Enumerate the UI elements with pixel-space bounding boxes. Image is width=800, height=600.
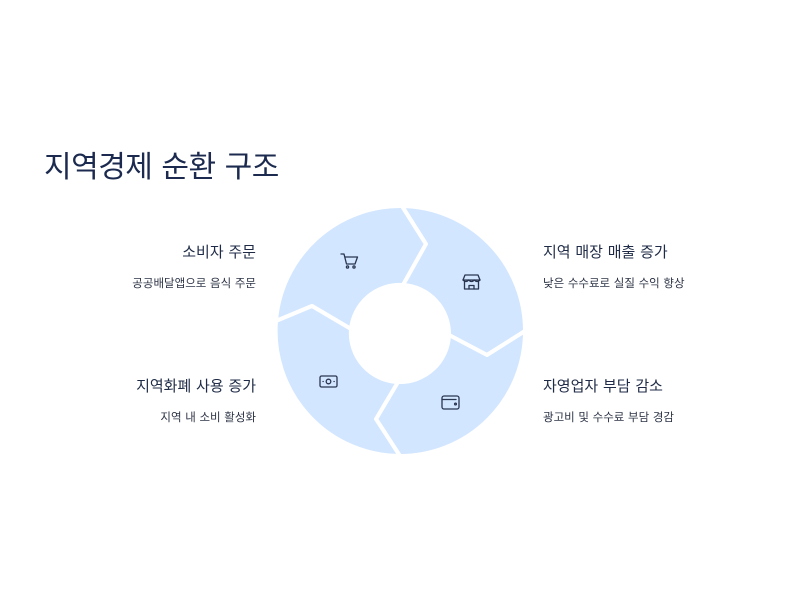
- step-owner-burden: 자영업자 부담 감소 광고비 및 수수료 부담 경감: [543, 375, 674, 425]
- step-consumer-order: 소비자 주문 공공배달앱으로 음식 주문: [132, 241, 256, 291]
- wallet-icon: [441, 395, 460, 410]
- cycle-segment-consumer-order: [274, 203, 428, 331]
- banknote-icon: [319, 375, 338, 388]
- store-icon: [462, 274, 481, 290]
- page-title: 지역경제 순환 구조: [44, 150, 279, 185]
- step-title: 자영업자 부담 감소: [543, 377, 663, 395]
- cycle-segment-local-currency: [273, 304, 402, 458]
- step-title: 지역화폐 사용 증가: [136, 377, 256, 395]
- step-description: 낮은 수수료로 실질 수익 향상: [543, 276, 685, 290]
- step-store-sales: 지역 매장 매출 증가 낮은 수수료로 실질 수익 향상: [543, 241, 685, 291]
- shopping-cart-icon: [340, 253, 359, 269]
- step-local-currency: 지역화폐 사용 증가 지역 내 소비 활성화: [136, 375, 256, 425]
- cycle-segment-owner-burden: [374, 329, 527, 458]
- step-description: 공공배달앱으로 음식 주문: [132, 276, 256, 290]
- step-title: 지역 매장 매출 증가: [543, 243, 668, 261]
- step-title: 소비자 주문: [182, 243, 256, 261]
- step-description: 지역 내 소비 활성화: [160, 410, 256, 424]
- step-description: 광고비 및 수수료 부담 경감: [543, 410, 675, 424]
